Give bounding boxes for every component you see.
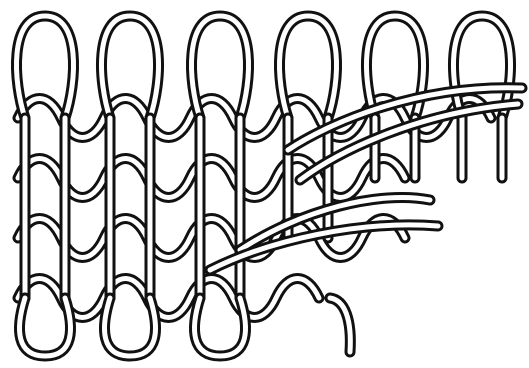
bottom-loop-2 [105, 298, 156, 356]
yarn-tail [330, 298, 350, 352]
bottom-loop-3 [195, 298, 246, 356]
bottom-loop-1 [20, 298, 71, 356]
course-strand-2 [18, 159, 405, 198]
